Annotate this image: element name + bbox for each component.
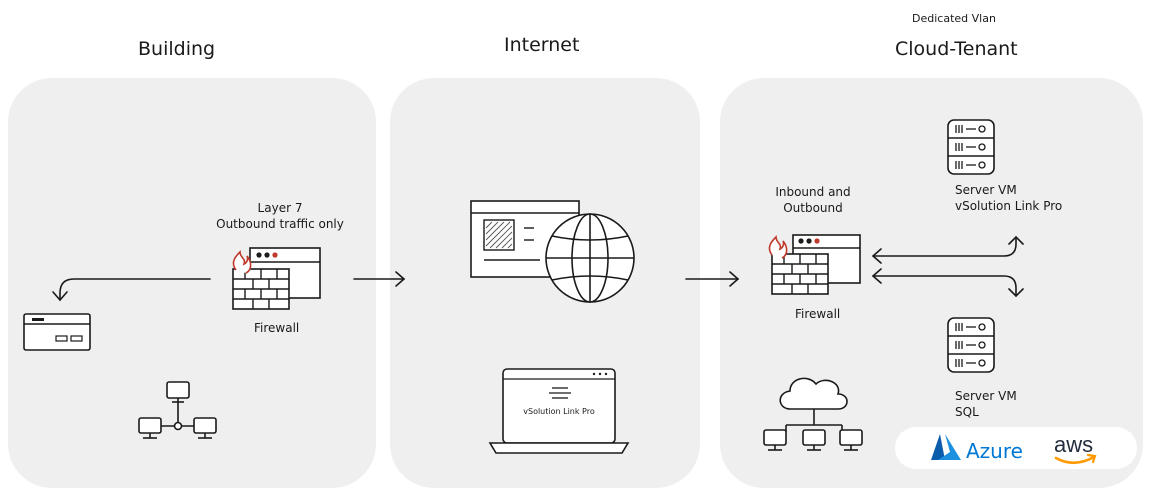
cloud-firewall-icon xyxy=(768,234,861,295)
router-icon xyxy=(23,313,91,351)
globe-icon xyxy=(545,213,635,303)
local-network-icon xyxy=(160,381,196,431)
cloud-firewall-label-line1: Inbound and xyxy=(775,185,851,199)
server-bottom-label-line1: Server VM xyxy=(955,389,1017,403)
azure-logo-text: Azure xyxy=(966,439,1023,463)
azure-logo-icon xyxy=(931,434,961,460)
cloud-firewall-label-line2: Outbound xyxy=(783,201,843,215)
server-bottom-label: Server VM SQL xyxy=(955,388,1017,420)
firewall-to-router-arrow xyxy=(52,278,211,302)
flame-icon xyxy=(768,235,788,259)
internet-to-cloud-arrow xyxy=(685,271,740,287)
building-firewall-label-line2: Outbound traffic only xyxy=(216,217,344,231)
firewall-to-server-vm-arrow xyxy=(871,235,1024,264)
server-top-label-line2: vSolution Link Pro xyxy=(955,199,1063,213)
building-firewall-icon xyxy=(232,247,321,310)
flame-icon xyxy=(232,250,252,274)
cloud-subtitle: Dedicated Vlan xyxy=(912,12,996,25)
building-title: Building xyxy=(138,38,216,60)
server-bottom-label-line2: SQL xyxy=(955,405,979,419)
building-firewall-label-line1: Layer 7 xyxy=(257,201,303,215)
building-to-internet-arrow xyxy=(353,271,406,287)
laptop-screen-label: vSolution Link Pro xyxy=(523,407,595,416)
building-firewall-caption: Firewall xyxy=(254,321,300,335)
server-top-label: Server VM vSolution Link Pro xyxy=(955,182,1062,214)
laptop-icon xyxy=(488,368,630,454)
cloud-title: Cloud-Tenant xyxy=(895,38,1018,60)
cloud-firewall-label: Inbound and Outbound xyxy=(758,184,868,216)
aws-logo-text: aws xyxy=(1054,432,1094,457)
firewall-to-sql-server-arrow xyxy=(871,268,1024,298)
building-firewall-label: Layer 7 Outbound traffic only xyxy=(210,200,350,232)
aws-smile-icon xyxy=(1054,455,1096,465)
server-top-label-line1: Server VM xyxy=(955,183,1017,197)
internet-title: Internet xyxy=(504,34,580,56)
cloud-firewall-caption: Firewall xyxy=(795,307,841,321)
